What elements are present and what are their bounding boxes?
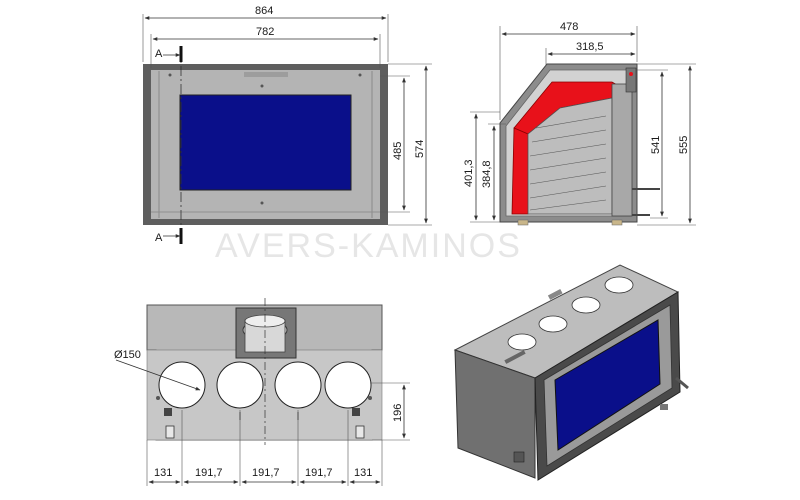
dim-depth-inner: 318,5 (576, 41, 604, 53)
dim-right-height-outer: 555 (678, 136, 690, 154)
dim-depth-outer: 478 (560, 21, 578, 33)
side-section-view: 478 318,5 401,3 384,8 541 555 (463, 21, 696, 226)
dim-left-height-outer: 401,3 (463, 159, 475, 187)
top-view: Ø150 196 131 191,7 191,7 191,7 131 (114, 298, 410, 486)
dim-height-outer: 574 (414, 140, 426, 158)
dim-hole-diameter: Ø150 (114, 349, 141, 361)
dim-spacing-2: 191,7 (195, 467, 223, 479)
flue-hole-1 (158, 361, 206, 409)
dim-left-height-inner: 384,8 (481, 160, 493, 188)
side-firebox-slabs (527, 97, 613, 215)
front-view: A A 864 782 485 574 (142, 5, 432, 245)
dim-width-outer: 864 (255, 5, 273, 17)
iso-side-face (454, 349, 536, 479)
section-label-top: A (155, 48, 163, 60)
dim-spacing-4: 191,7 (305, 467, 333, 479)
dim-spacing-5: 131 (354, 467, 372, 479)
iso-glass (554, 319, 661, 451)
front-glass (179, 94, 352, 191)
section-label-bottom: A (155, 232, 163, 244)
side-door-profile (611, 83, 633, 217)
dim-width-inner: 782 (256, 26, 274, 38)
watermark-text: AVERS-KAMINOS (215, 227, 522, 265)
isometric-view (453, 264, 689, 481)
dim-right-height-inner: 541 (650, 136, 662, 154)
flue-hole-3 (274, 361, 322, 409)
dim-height-inner: 485 (392, 142, 404, 160)
dim-spacing-3: 191,7 (252, 467, 280, 479)
dim-top-depth: 196 (392, 404, 404, 422)
flue-hole-2 (216, 361, 264, 409)
flue-hole-4 (324, 361, 372, 409)
dim-spacing-1: 131 (154, 467, 172, 479)
